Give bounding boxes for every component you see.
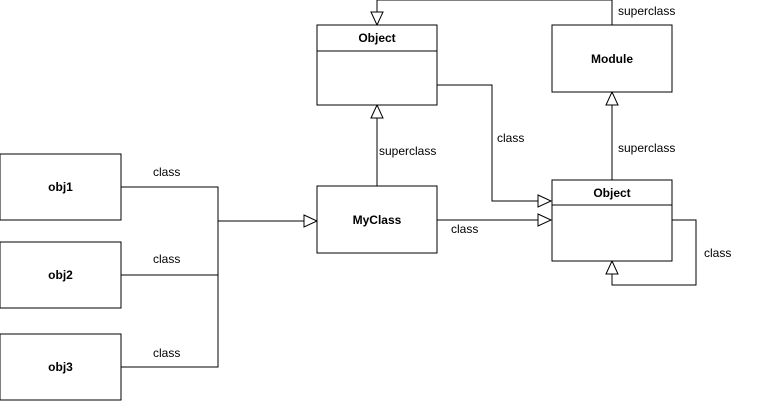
edge-object-top-class — [437, 84, 538, 202]
arrowhead-into-object-right-self — [605, 259, 619, 275]
edge-label-object-top-class: class — [497, 131, 524, 145]
node-obj3-label: obj3 — [48, 360, 73, 374]
node-obj1-label: obj1 — [48, 180, 73, 194]
edge-label-myclass-class: class — [451, 222, 478, 236]
edge-label-myclass-superclass: superclass — [379, 144, 436, 158]
node-object-top-label: Object — [358, 31, 395, 45]
arrowhead-into-object-right-from-myclass — [537, 213, 553, 227]
arrowhead-into-myclass — [303, 214, 319, 228]
arrowhead-into-object-right-from-object-top — [537, 194, 553, 208]
edge-label-module-superclass: superclass — [618, 4, 675, 18]
edge-obj2-to-myclass — [121, 221, 219, 276]
node-myclass-label: MyClass — [353, 213, 402, 227]
node-module[interactable]: Module — [551, 24, 673, 93]
node-object-right-label: Object — [593, 186, 630, 200]
edge-label-object-right-superclass: superclass — [618, 141, 675, 155]
node-module-label: Module — [591, 52, 633, 66]
edge-module-superclass — [376, 0, 613, 25]
edge-obj1-to-myclass — [121, 186, 219, 221]
edge-label-object-right-class: class — [704, 246, 731, 260]
node-object-top[interactable]: Object — [316, 24, 438, 106]
edge-obj3-to-myclass — [121, 221, 219, 368]
node-obj2-label: obj2 — [48, 268, 73, 282]
node-obj3[interactable]: obj3 — [0, 333, 122, 401]
node-object-right[interactable]: Object — [551, 179, 673, 262]
edge-label-obj3-class: class — [153, 346, 180, 360]
node-obj2[interactable]: obj2 — [0, 241, 122, 309]
arrowhead-into-object-top-from-module — [370, 11, 384, 27]
node-myclass[interactable]: MyClass — [316, 185, 438, 254]
edge-object-right-self-class — [611, 219, 697, 286]
edge-label-obj1-class: class — [153, 165, 180, 179]
arrowhead-into-module — [605, 90, 619, 106]
node-obj1[interactable]: obj1 — [0, 153, 122, 221]
edge-label-obj2-class: class — [153, 252, 180, 266]
arrowhead-into-object-top-from-myclass — [370, 103, 384, 119]
